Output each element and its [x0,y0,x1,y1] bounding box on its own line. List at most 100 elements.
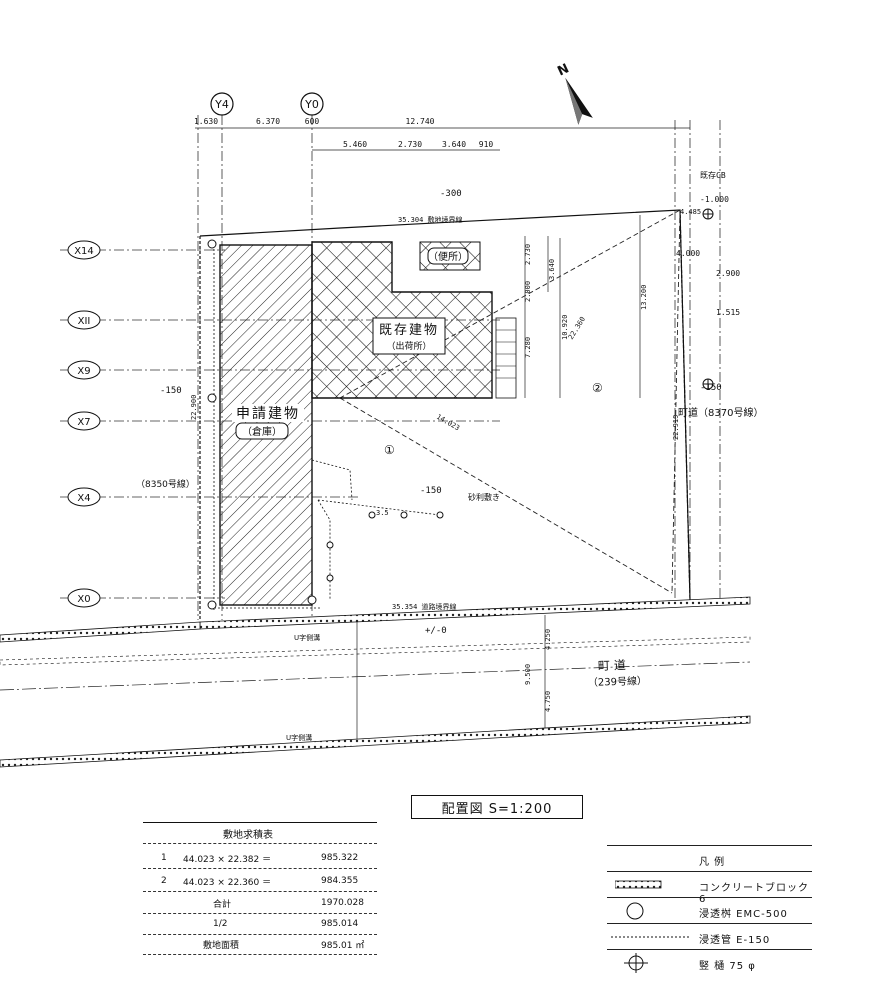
grid-col-label: Y0 [304,98,319,111]
downspout-icons [207,208,714,610]
note-label: 既存CB [700,170,726,180]
dim-label: 5.460 [343,140,367,149]
dim-label: 4.250 [544,629,552,650]
dim-label: 22.919 [672,415,680,440]
legend-item: 竪 樋 75 φ [607,949,812,976]
gravel-label: 砂利敷き [468,492,500,502]
note-label: -1.000 [700,195,729,204]
grid-col-label: Y4 [214,98,229,111]
dim-label: 4.485 [680,208,701,216]
basin-icon [626,902,644,920]
table-row: 1 44.023 × 22.382 ＝ 985.322 [143,848,377,869]
toilet-label: （便所） [428,250,468,263]
table-row: 1/2 985.014 [143,914,377,935]
dim-label: 2.730 [398,140,422,149]
dim-label: 2.000 [524,281,532,302]
grid-row-label: X4 [77,493,90,504]
row-no: 2 [161,876,167,886]
vertical-dimension-text: 2.730 2.000 3.640 10.920 7.280 13.200 22… [190,208,701,712]
legend: 凡 例 コンクリートブロック6 浸透桝 EMC-500 浸透管 E-150 竪 … [607,845,812,977]
dim-label: 3.640 [442,140,466,149]
road-label: （8350号線） [136,478,195,490]
dim-label: 3.5 [376,509,389,517]
vertical-dimensions [356,215,641,745]
legend-item: コンクリートブロック6 [607,871,812,905]
row-formula: 44.023 × 22.382 ＝ [183,854,272,865]
row-formula: 44.023 × 22.360 ＝ [183,877,272,888]
legend-header: 凡 例 [607,845,812,872]
table-row: 合計 1970.028 [143,893,377,914]
grid-row-label: X7 [77,417,90,428]
row-value: 1970.028 [321,898,364,908]
note-label: 2.900 [716,269,740,278]
dim-label: 7.280 [524,337,532,358]
dim-label: 1.630 [194,117,218,126]
grid-col-bubble-y0: Y0 [300,92,324,116]
dim-label: 2.730 [524,244,532,265]
legend-item-text: 浸透管 E-150 [699,935,771,946]
dim-label: 4.750 [544,691,552,712]
right-side-notes: 既存CB -1.000 4.000 2.900 1.515 町道（8370号線）… [136,170,763,490]
dim-label: 3.640 [548,259,556,280]
top-dimension-text: 1.630 6.370 600 12.740 5.460 2.730 3.640… [194,117,493,149]
u-gutter-label: U字側溝 [294,633,320,642]
row-formula: 合計 [213,899,232,910]
proposed-building-label: 申請建物 [236,406,300,422]
legend-title: 凡 例 [699,857,726,868]
dim-label: 22.360 [567,315,587,341]
legend-item-text: 浸透桝 EMC-500 [699,909,788,920]
boundary-label: 35.304 敷地境界線 [398,215,463,224]
dim-label: 6.370 [256,117,280,126]
grid-row-label: X0 [77,594,90,605]
road-edges [0,596,751,768]
block-wall-icon [615,880,662,889]
existing-building: （便所） 既存建物 （出荷所） [311,241,517,399]
note-label: 1.515 [716,308,740,317]
north-arrow-icon: N [555,61,593,125]
drainage-pipes [210,245,441,610]
dim-label: 14.023 [435,413,461,433]
level-label: +/-0 [425,626,447,636]
row-value: 985.014 [321,919,359,929]
row-formula: 1/2 [213,919,228,929]
row-value: 984.355 [321,876,359,886]
area-2-marker: ② [592,381,603,395]
boundary-label: 35.354 道路境界線 [392,602,457,611]
row-formula: 敷地面積 [203,940,240,951]
grid-col-bubble-y4: Y4 [210,92,234,116]
existing-building-label: 既存建物 [379,323,439,338]
area-1-marker: ① [384,443,395,457]
level-label: -150 [700,383,722,393]
table-row: 敷地面積 985.01 ㎡ [143,934,377,955]
town-road-label: 町道 [598,658,630,673]
proposed-building: 申請建物 （倉庫） [219,244,313,606]
level-label: -150 [420,486,442,496]
legend-item-text: コンクリートブロック6 [699,883,809,905]
dim-label: 600 [305,117,320,126]
north-label: N [555,61,571,79]
top-dimensions [195,127,690,151]
grid-row-label: XII [78,316,91,327]
dim-label: 13.200 [640,285,648,310]
legend-item: 浸透桝 EMC-500 [607,897,812,924]
dim-label: 9.500 [524,664,532,685]
row-no: 1 [161,853,167,863]
road-labels: 町道 （239号線） U字側溝 U字側溝 [286,633,647,742]
dim-label: 910 [479,140,494,149]
legend-item: 浸透管 E-150 [607,923,812,950]
table-header: 敷地求積表 [143,823,377,844]
grid-row-bubbles: X14 XII X9 X7 X4 X0 [67,240,101,608]
area-calculation-table: 敷地求積表 1 44.023 × 22.382 ＝ 985.322 2 44.0… [143,822,377,955]
dim-label: 10.920 [561,315,569,340]
road-number-label: （239号線） [588,674,648,689]
legend-item-text: 竪 樋 75 φ [699,961,756,972]
grid-row-label: X9 [77,366,90,377]
note-label: 4.000 [676,249,700,258]
table-row: 2 44.023 × 22.360 ＝ 984.355 [143,871,377,892]
site-boundary [199,209,691,620]
row-value: 985.01 ㎡ [321,940,365,951]
level-label: -150 [160,386,182,396]
u-gutter-label: U字側溝 [286,733,312,742]
dim-label: 12.740 [406,117,435,126]
